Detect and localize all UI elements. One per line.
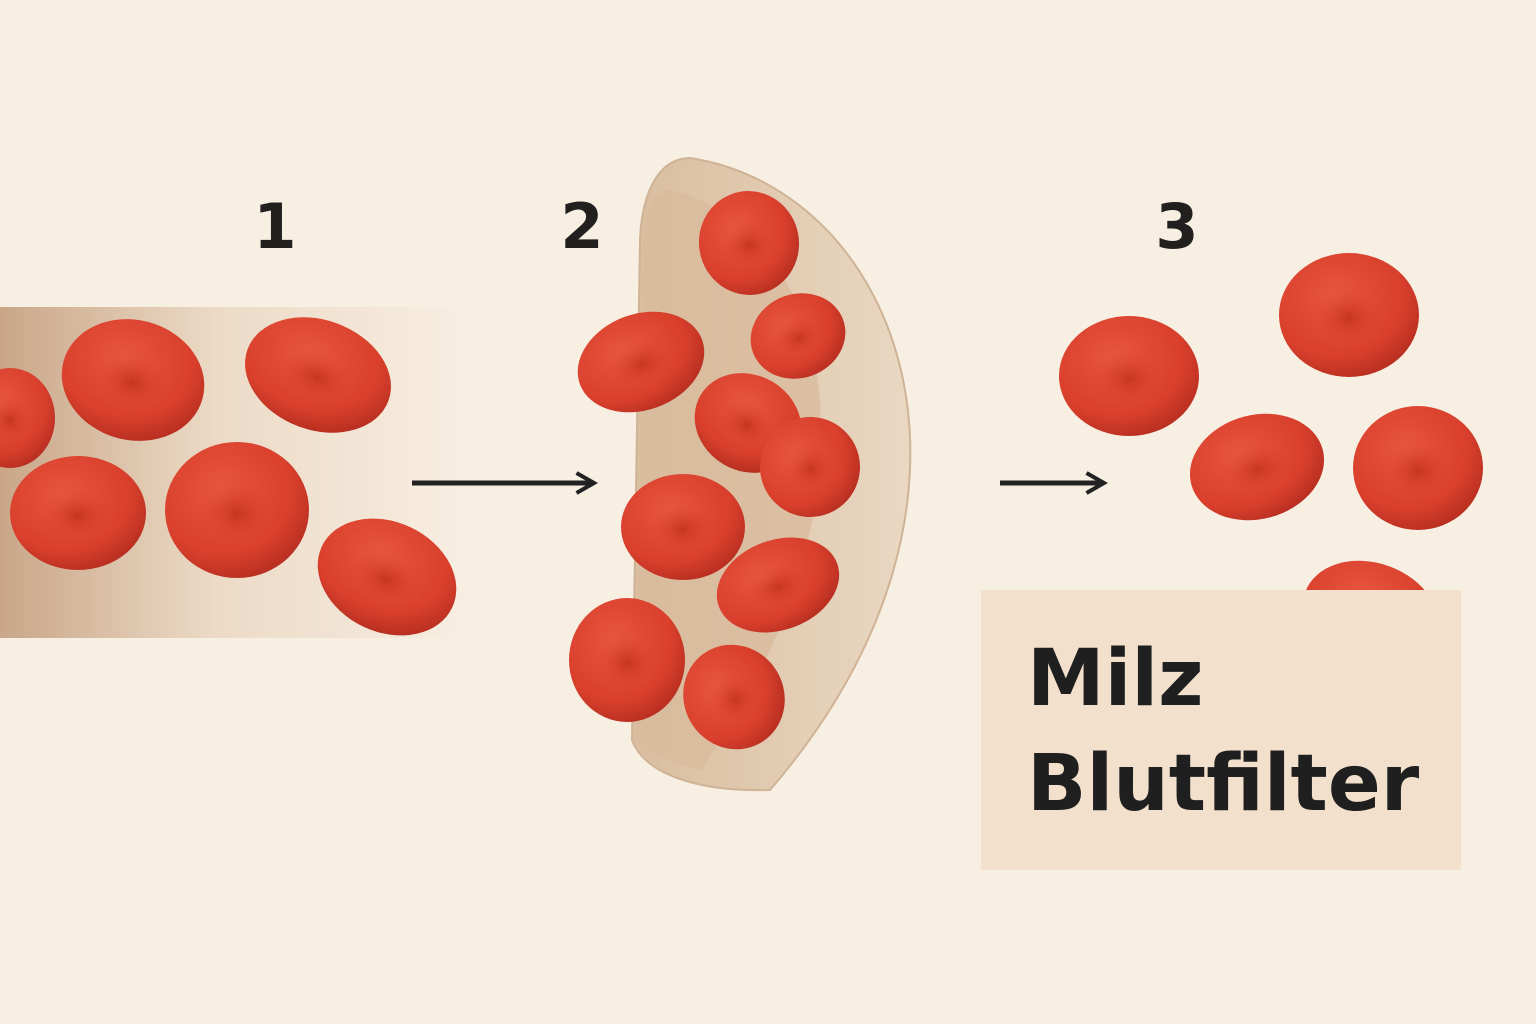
red-blood-cell xyxy=(621,474,745,580)
step-number-2: 2 xyxy=(560,190,604,263)
red-blood-cell xyxy=(1189,413,1325,521)
red-blood-cell xyxy=(1279,253,1419,377)
label-title: Milz xyxy=(1027,634,1204,724)
red-blood-cell xyxy=(760,417,860,517)
red-blood-cell xyxy=(716,537,840,633)
step-number-3: 3 xyxy=(1155,190,1199,263)
red-blood-cell xyxy=(245,317,391,433)
red-blood-cell xyxy=(750,293,846,379)
label-box: Milz Blutfilter xyxy=(981,590,1461,870)
red-blood-cell xyxy=(10,456,146,570)
red-blood-cell xyxy=(165,442,309,578)
red-blood-cell xyxy=(317,518,457,636)
step-number-1: 1 xyxy=(253,190,297,263)
label-subtitle: Blutfilter xyxy=(1027,739,1420,829)
red-blood-cell xyxy=(577,311,705,413)
red-blood-cell xyxy=(683,644,785,750)
red-blood-cell xyxy=(569,598,685,722)
red-blood-cell xyxy=(1353,406,1483,530)
red-blood-cell xyxy=(61,319,205,441)
red-blood-cell xyxy=(1059,316,1199,436)
red-blood-cell xyxy=(0,368,55,468)
red-blood-cell xyxy=(698,191,800,295)
